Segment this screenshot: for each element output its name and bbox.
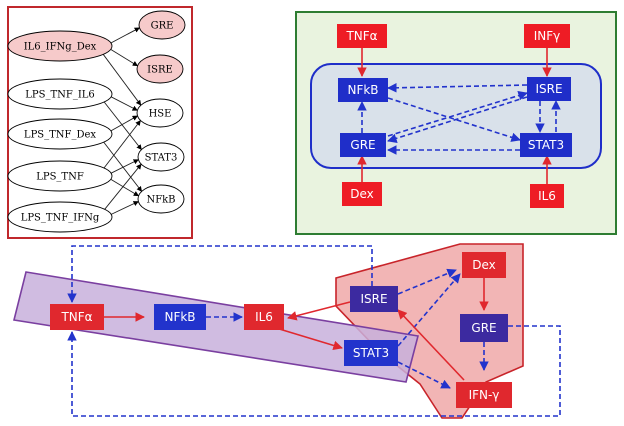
panel-c-node-gre: GRE	[460, 314, 508, 342]
panel-a-ellipse-isre	[136, 54, 184, 84]
panel-a-label-lps_tnf: LPS_TNF	[36, 172, 84, 183]
panel-a-edge-lps_tnf-stat3	[110, 159, 139, 174]
panel-a-node-isre: ISRE	[136, 54, 184, 84]
edge-c-il6-stat3	[275, 327, 343, 351]
panel-a-label-isre: ISRE	[147, 65, 173, 76]
panel-a-edge-lps_tnf_dex-hse	[110, 115, 138, 132]
panel-a-node-il6_ifng_dex: IL6_IFNg_Dex	[7, 30, 113, 62]
panel-a-ellipse-hse	[136, 98, 184, 128]
panel-a-ellipse-nfkb	[137, 184, 185, 214]
panel-a-label-gre: GRE	[151, 21, 174, 32]
panel-b-label-tnfa: TNFα	[345, 29, 377, 43]
panel-b-node-stat3: STAT3	[520, 133, 572, 157]
panel-a-edge-lps_tnf_ifng-nfkb	[111, 201, 139, 215]
panel-c-edges	[67, 245, 561, 417]
panel-b-node-isre: ISRE	[527, 77, 571, 101]
edge-c-stat3-ifng	[397, 361, 451, 389]
panel-a-label-lps_tnf_ifng: LPS_TNF_IFNg	[21, 213, 100, 224]
panel-c-label-il6: IL6	[255, 310, 273, 324]
panel-b-edges	[357, 48, 561, 184]
panel-a-edges	[102, 27, 143, 215]
panel-c-node-nfkb: NFkB	[154, 304, 206, 330]
edge-nfkb-stat3	[387, 97, 521, 142]
panel-c-label-ifng: IFN-γ	[469, 388, 500, 402]
panel-a-label-il6_ifng_dex: IL6_IFNg_Dex	[24, 42, 97, 53]
edge-isre-gre	[387, 96, 528, 143]
edge-c-isre-dex	[397, 268, 457, 295]
panel-a-edge-lps_tnf-nfkb	[110, 178, 140, 197]
panel-a-node-lps_tnf_il6: LPS_TNF_IL6	[7, 78, 113, 110]
panel-c-node-il6: IL6	[244, 304, 284, 330]
panel-b-label-gre: GRE	[350, 138, 375, 152]
panel-a-node-lps_tnf_ifng: LPS_TNF_IFNg	[7, 201, 113, 233]
panel-a-node-gre: GRE	[138, 10, 186, 40]
edge-c-gre-tnfa	[67, 325, 561, 417]
panel-a-ellipse-lps_tnf	[7, 160, 113, 192]
panel-b-label-isre: ISRE	[535, 82, 562, 96]
panel-c-label-nfkb: NFkB	[164, 310, 195, 324]
panel-a-label-lps_tnf_il6: LPS_TNF_IL6	[25, 90, 95, 101]
edge-c-isre-tnfa	[67, 245, 373, 303]
panel-a-ellipse-lps_tnf_ifng	[7, 201, 113, 233]
panel-a-node-lps_tnf_dex: LPS_TNF_Dex	[7, 118, 113, 150]
panel-a-ellipse-lps_tnf_dex	[7, 118, 113, 150]
panel-b-label-dex: Dex	[350, 187, 374, 201]
panel-a-edge-lps_tnf-hse	[103, 120, 141, 169]
panel-a-label-nfkb: NFkB	[146, 195, 175, 206]
edge-gre-isre	[387, 90, 528, 137]
panel-a-edge-lps_tnf_dex-nfkb	[103, 141, 143, 192]
panel-c-node-ifng: IFN-γ	[456, 382, 512, 408]
panel-b-label-il6: IL6	[538, 189, 556, 203]
panel-a-label-hse: HSE	[149, 109, 172, 120]
edge-c-isre-il6	[287, 301, 351, 321]
panel-a-edge-il6_ifng_dex-gre	[110, 27, 140, 44]
panel-c-node-tnfa: TNFα	[50, 304, 104, 330]
edge-isre-nfkb	[387, 83, 528, 93]
panel-a-label-lps_tnf_dex: LPS_TNF_Dex	[24, 130, 97, 141]
edge-c-ifng-isre	[397, 309, 465, 381]
panel-b-node-gre: GRE	[340, 133, 386, 157]
panel-a-ellipse-lps_tnf_il6	[7, 78, 113, 110]
panel-a: IL6_IFNg_DexLPS_TNF_IL6LPS_TNF_DexLPS_TN…	[7, 6, 193, 239]
panel-a-label-stat3: STAT3	[145, 153, 178, 164]
panel-a-edge-lps_tnf_il6-hse	[110, 96, 138, 111]
panel-a-edge-lps_tnf_il6-stat3	[103, 101, 142, 151]
panel-b-label-nfkb: NFkB	[347, 83, 378, 97]
panel-a-nodes: IL6_IFNg_DexLPS_TNF_IL6LPS_TNF_DexLPS_TN…	[7, 10, 186, 233]
panel-b-input-tnfa: TNFα	[337, 24, 387, 48]
panel-c-label-stat3: STAT3	[353, 346, 389, 360]
panel-a-edge-lps_tnf_ifng-stat3	[104, 163, 142, 210]
panel-c-node-stat3: STAT3	[344, 340, 398, 366]
panel-c-label-tnfa: TNFα	[60, 310, 92, 324]
panel-b-input-dex: Dex	[342, 182, 382, 206]
panel-b-label-infg: INFγ	[534, 29, 561, 43]
panel-a-node-stat3: STAT3	[137, 142, 185, 172]
panel-c-label-isre: ISRE	[360, 292, 387, 306]
panel-a-ellipse-stat3	[137, 142, 185, 172]
panel-c-node-dex: Dex	[462, 252, 506, 278]
panel-a-ellipse-gre	[138, 10, 186, 40]
panel-a-edge-il6_ifng_dex-hse	[102, 54, 142, 106]
panel-b-input-infg: INFγ	[524, 24, 570, 48]
panel-c-node-isre: ISRE	[350, 286, 398, 312]
panel-b-input-il6: IL6	[530, 184, 564, 208]
panel-a-node-nfkb: NFkB	[137, 184, 185, 214]
panel-a-node-lps_tnf: LPS_TNF	[7, 160, 113, 192]
panel-a-ellipse-il6_ifng_dex	[7, 30, 113, 62]
panel-c-label-gre: GRE	[471, 321, 496, 335]
panel-c-label-dex: Dex	[472, 258, 496, 272]
panel-b-label-stat3: STAT3	[528, 138, 564, 152]
panel-a-node-hse: HSE	[136, 98, 184, 128]
panel-b: TNFα INFγ Dex IL6 NFkB ISRE GRE S	[295, 11, 617, 235]
panel-c: TNFα NFkB IL6 ISRE STAT3 Dex GRE IFN-γ	[13, 243, 561, 419]
panel-b-node-nfkb: NFkB	[338, 78, 388, 102]
panel-a-edge-il6_ifng_dex-isre	[110, 49, 139, 67]
